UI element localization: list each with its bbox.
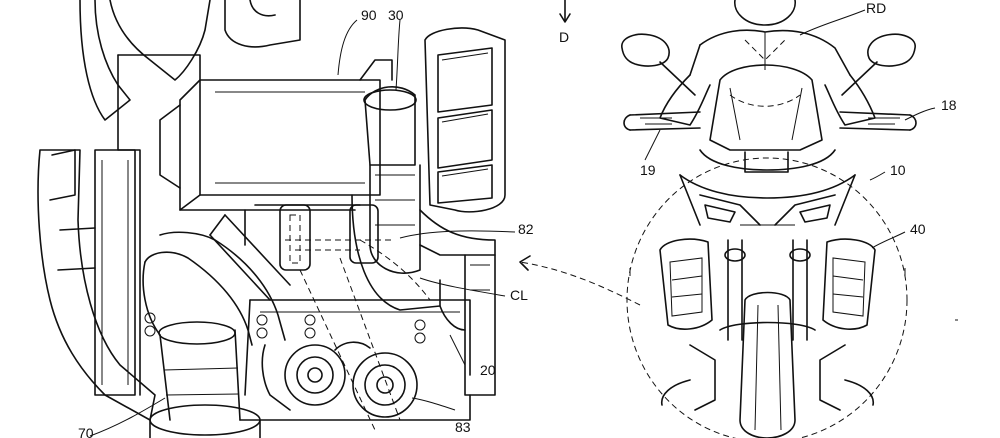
label-82: 82 (518, 221, 534, 237)
engine-detail-view (37, 0, 506, 438)
label-19: 19 (640, 162, 656, 178)
label-40: 40 (910, 221, 926, 237)
chain-links (144, 312, 426, 344)
label-30: 30 (388, 7, 404, 23)
label-83: 83 (455, 419, 471, 435)
detail-reference-arrow (519, 255, 641, 306)
leader-lines-right (644, 9, 936, 249)
leader-lines-left (89, 19, 516, 437)
label-90: 90 (361, 7, 377, 23)
label-18: 18 (941, 97, 957, 113)
left-mirror (621, 33, 696, 96)
pulley-right (352, 352, 418, 418)
right-mirror (841, 33, 916, 96)
label-10: 10 (890, 162, 906, 178)
label-70: 70 (78, 425, 94, 438)
label-RD: RD (866, 0, 886, 16)
direction-indicator (559, 0, 571, 23)
label-CL: CL (510, 287, 528, 303)
pulley-left (284, 344, 346, 406)
label-20: 20 (480, 362, 496, 378)
reference-labels: 90 30 82 CL 83 20 70 D RD 18 19 10 40 (78, 0, 957, 438)
detail-circle (626, 157, 908, 438)
label-D: D (559, 29, 569, 45)
motorcycle-front-view (621, 0, 958, 438)
